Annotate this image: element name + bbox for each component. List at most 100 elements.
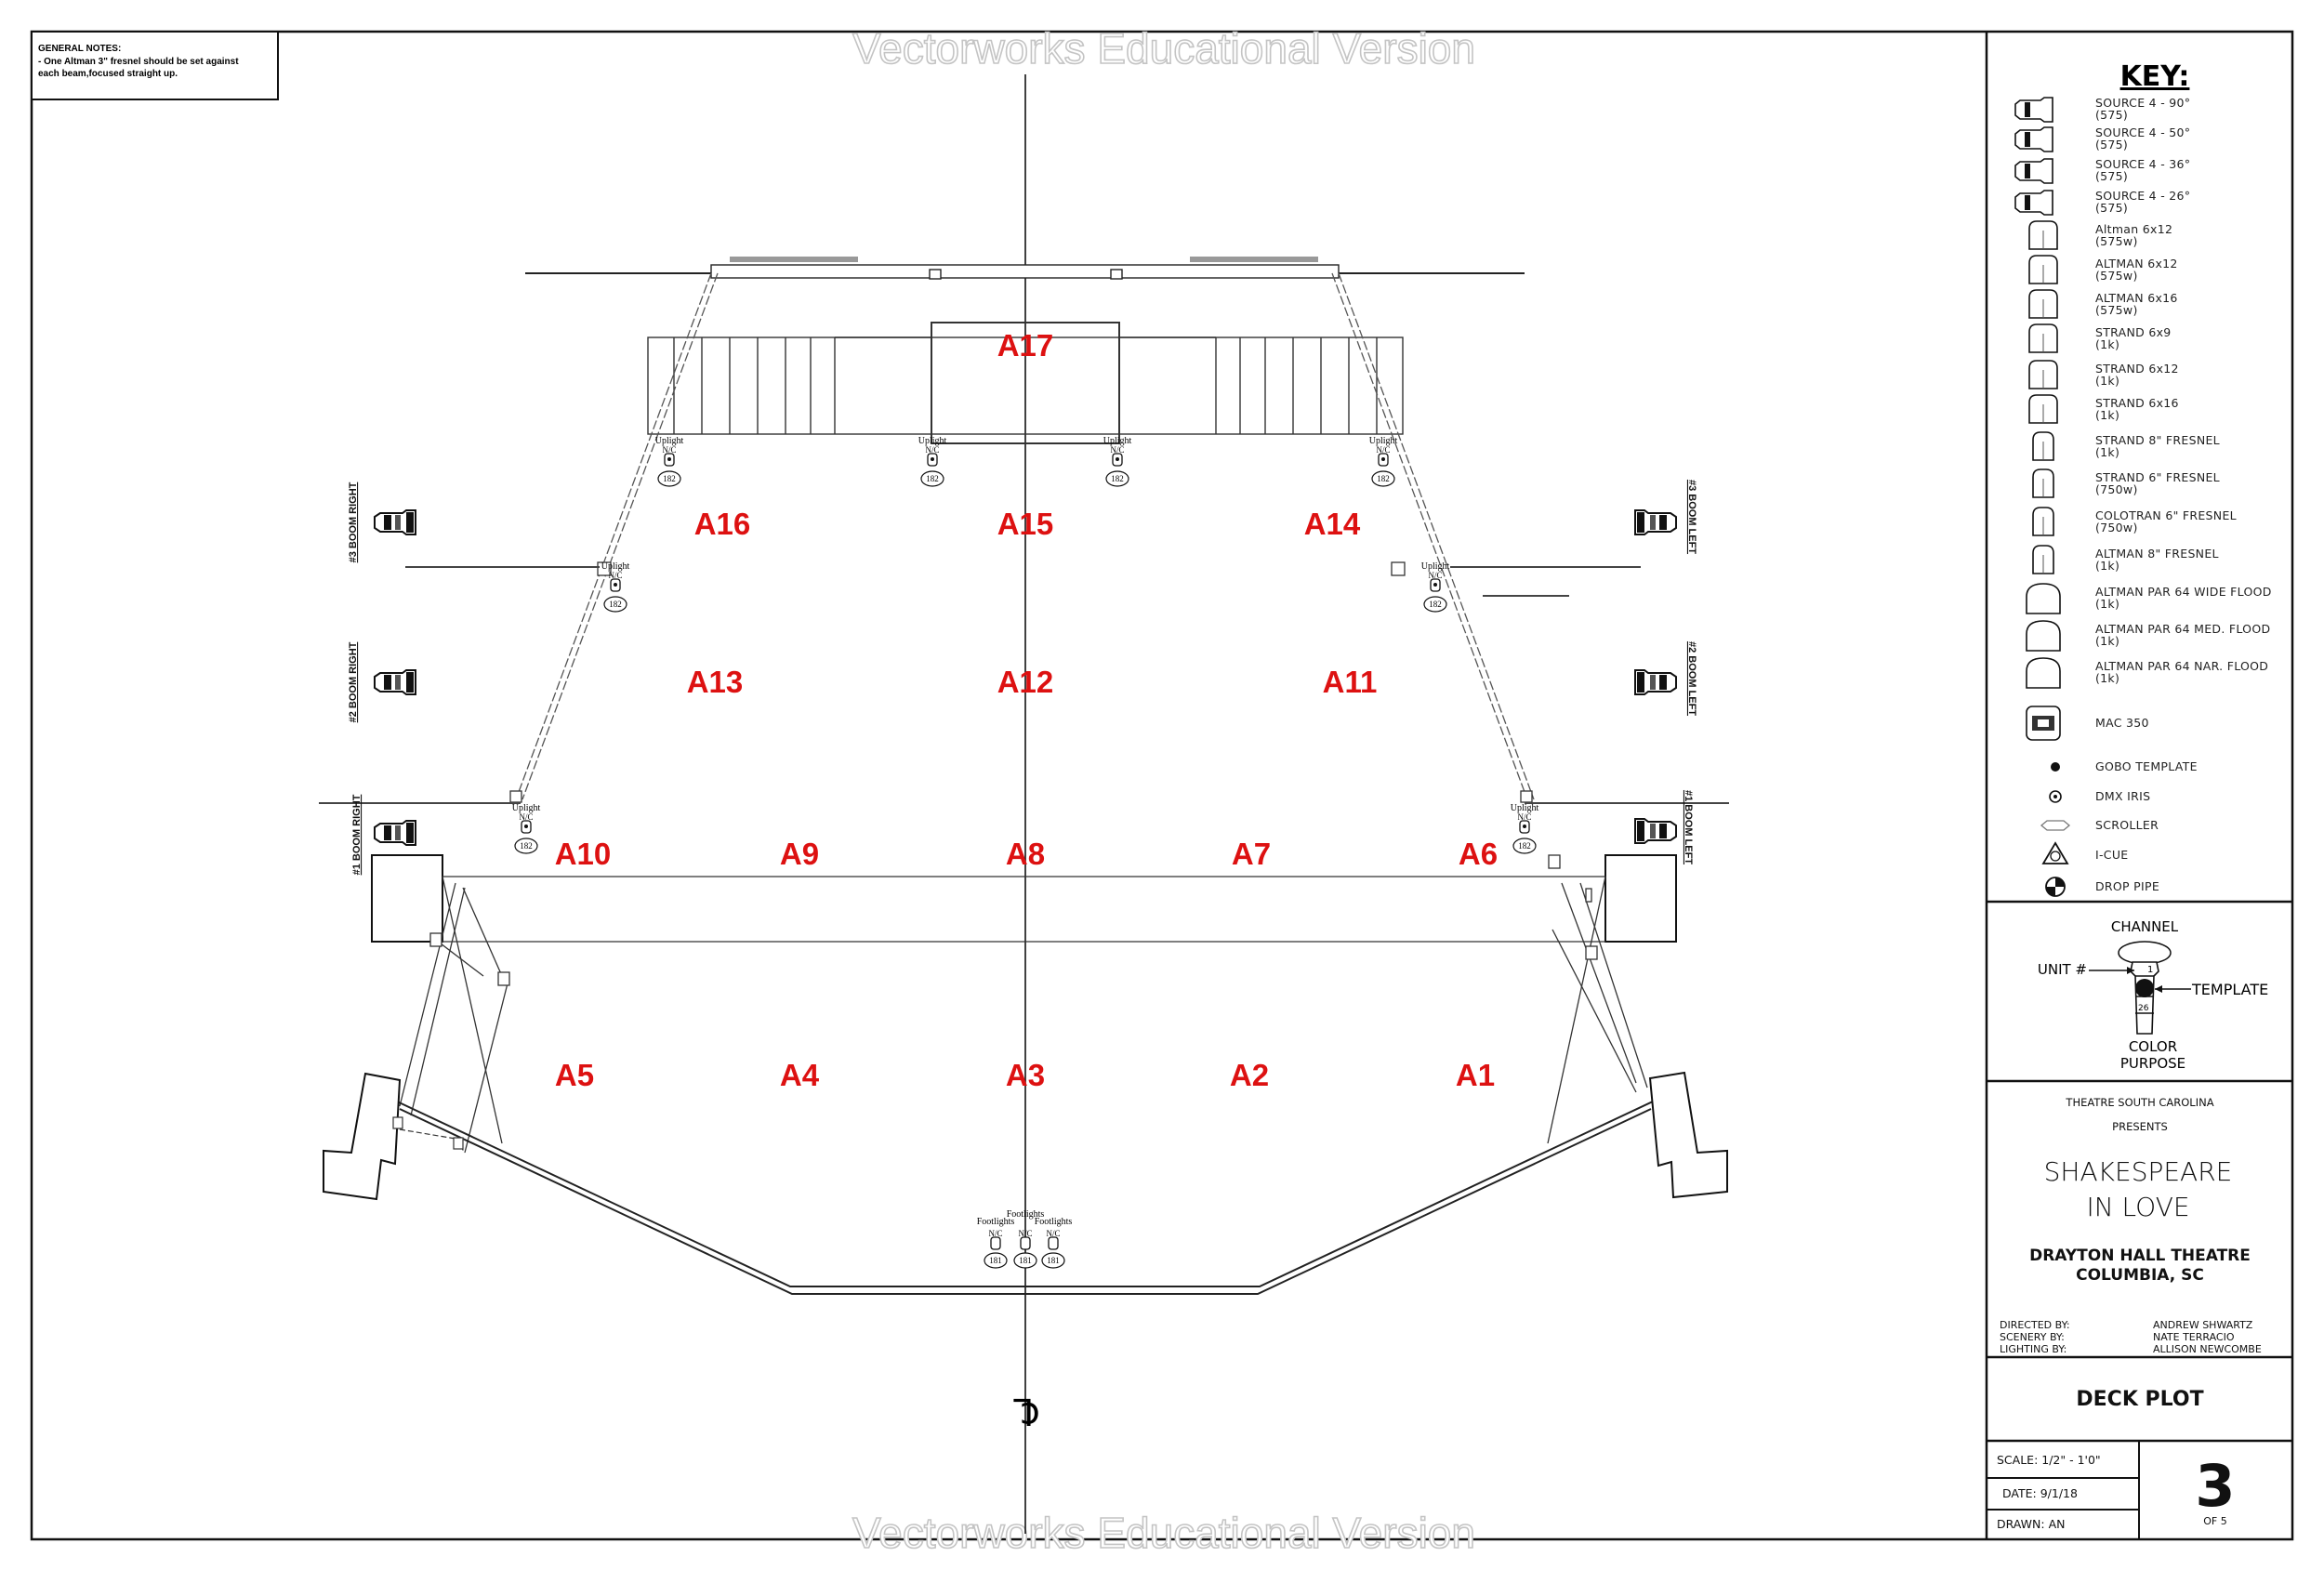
boom-fixture-2r[interactable] <box>374 669 416 695</box>
area-label-a6: A6 <box>1459 837 1498 871</box>
svg-text:GOBO TEMPLATE: GOBO TEMPLATE <box>2095 759 2198 773</box>
key-item: SOURCE 4 - 90°(575) <box>2014 96 2190 123</box>
svg-text:STRAND 6" FRESNEL: STRAND 6" FRESNEL <box>2095 470 2220 484</box>
venue: DRAYTON HALL THEATRE <box>2029 1247 2251 1265</box>
boom-fixture-3r[interactable] <box>374 509 416 535</box>
apron-lines <box>399 876 1648 1154</box>
svg-text:ALTMAN 6x16: ALTMAN 6x16 <box>2095 291 2178 305</box>
instrument-key: SOURCE 4 - 90°(575)SOURCE 4 - 50°(575)SO… <box>2014 96 2271 897</box>
svg-text:SOURCE 4 - 50°: SOURCE 4 - 50° <box>2095 125 2190 139</box>
svg-text:THEATRE SOUTH CAROLINA: THEATRE SOUTH CAROLINA <box>2065 1096 2213 1109</box>
svg-text:(750w): (750w) <box>2095 521 2138 534</box>
upstage-platform <box>647 322 1404 444</box>
key-item: SCROLLER <box>2040 818 2159 832</box>
svg-text:DROP PIPE: DROP PIPE <box>2095 879 2159 893</box>
svg-text:181: 181 <box>989 1256 1002 1265</box>
svg-text:N/C: N/C <box>1376 445 1390 455</box>
svg-text:(750w): (750w) <box>2095 482 2138 496</box>
focus-areas: A1A2A3A4A5A6A7A8A9A10A11A12A13A14A15A16A… <box>555 328 1498 1092</box>
svg-text:26: 26 <box>2138 1004 2149 1013</box>
general-notes: GENERAL NOTES: - One Altman 3" fresnel s… <box>31 31 279 100</box>
drawn-by: DRAWN: AN <box>1997 1517 2065 1531</box>
svg-text:ANDREW SHWARTZ: ANDREW SHWARTZ <box>2153 1319 2253 1331</box>
key-item: SOURCE 4 - 26°(575) <box>2014 189 2190 216</box>
title-block: THEATRE SOUTH CAROLINA PRESENTS SHAKESPE… <box>1997 1096 2262 1531</box>
svg-text:CHANNEL: CHANNEL <box>2111 918 2179 935</box>
svg-text:LIGHTING BY:: LIGHTING BY: <box>2000 1343 2067 1355</box>
area-label-a15: A15 <box>997 507 1054 541</box>
boom-label-3r: #3 BOOM RIGHT <box>348 482 359 562</box>
svg-text:182: 182 <box>1377 474 1390 483</box>
svg-text:(1k): (1k) <box>2095 634 2119 648</box>
svg-text:N/C: N/C <box>988 1229 1002 1238</box>
svg-text:N/C: N/C <box>608 571 622 580</box>
key-item: GOBO TEMPLATE <box>2051 759 2198 773</box>
page-number: 3 <box>2195 1452 2235 1520</box>
area-label-a16: A16 <box>694 507 751 541</box>
key-item: ALTMAN PAR 64 WIDE FLOOD(1k) <box>2026 583 2271 614</box>
svg-text:ALLISON NEWCOMBE: ALLISON NEWCOMBE <box>2153 1343 2262 1355</box>
area-label-a1: A1 <box>1456 1058 1495 1092</box>
date: DATE: 9/1/18 <box>2002 1486 2078 1500</box>
boom-label-1r: #1 BOOM RIGHT <box>351 794 363 875</box>
boom-fixture-1r[interactable] <box>374 820 416 846</box>
area-label-a4: A4 <box>780 1058 820 1092</box>
upstage-wall <box>525 257 1525 280</box>
svg-text:182: 182 <box>1429 600 1442 609</box>
boom-fixture-1l[interactable] <box>1634 818 1677 844</box>
svg-text:ALTMAN 6x12: ALTMAN 6x12 <box>2095 257 2178 270</box>
footlight-fixtures: FootlightsN/C181FootlightsN/C181Footligh… <box>977 1209 1073 1269</box>
svg-text:182: 182 <box>520 841 533 851</box>
svg-text:Uplight: Uplight <box>918 436 947 446</box>
svg-text:N/C: N/C <box>1046 1229 1060 1238</box>
svg-text:Footlights: Footlights <box>977 1217 1015 1227</box>
key-item: SOURCE 4 - 36°(575) <box>2014 157 2190 184</box>
svg-text:182: 182 <box>1111 474 1124 483</box>
svg-text:TEMPLATE: TEMPLATE <box>2191 981 2268 998</box>
area-label-a2: A2 <box>1230 1058 1269 1092</box>
scale: SCALE: 1/2" - 1'0" <box>1997 1453 2101 1467</box>
svg-text:ALTMAN PAR 64 MED. FLOOD: ALTMAN PAR 64 MED. FLOOD <box>2095 622 2270 636</box>
svg-text:NATE TERRACIO: NATE TERRACIO <box>2153 1331 2235 1343</box>
svg-text:STRAND 6x9: STRAND 6x9 <box>2095 325 2172 339</box>
svg-text:SOURCE 4 - 90°: SOURCE 4 - 90° <box>2095 96 2190 110</box>
svg-text:ALTMAN PAR 64 NAR. FLOOD: ALTMAN PAR 64 NAR. FLOOD <box>2095 659 2268 673</box>
area-label-a7: A7 <box>1232 837 1271 871</box>
key-item: STRAND 6" FRESNEL(750w) <box>2032 468 2220 498</box>
svg-text:182: 182 <box>1518 841 1531 851</box>
page-total: OF 5 <box>2203 1515 2226 1527</box>
area-label-a9: A9 <box>780 837 819 871</box>
boom-fixture-3l[interactable] <box>1634 509 1677 535</box>
svg-text:Uplight: Uplight <box>1103 436 1132 446</box>
key-item: SOURCE 4 - 50°(575) <box>2014 125 2190 152</box>
svg-text:(1k): (1k) <box>2095 374 2119 388</box>
svg-text:UNIT #: UNIT # <box>2038 961 2087 978</box>
svg-text:SCENERY BY:: SCENERY BY: <box>2000 1331 2065 1343</box>
area-label-a12: A12 <box>997 665 1054 699</box>
area-label-a5: A5 <box>555 1058 594 1092</box>
uplight-fixtures: UplightN/C182UplightN/C182UplightN/C182U… <box>512 436 1539 854</box>
svg-text:(1k): (1k) <box>2095 408 2119 422</box>
svg-text:(1k): (1k) <box>2095 445 2119 459</box>
sheet-title: DECK PLOT <box>2076 1388 2203 1411</box>
key-item: I-CUE <box>2041 841 2128 864</box>
key-item: ALTMAN 8" FRESNEL(1k) <box>2032 545 2218 574</box>
svg-text:Uplight: Uplight <box>601 561 630 572</box>
svg-text:Uplight: Uplight <box>1369 436 1398 446</box>
area-label-a14: A14 <box>1304 507 1361 541</box>
key-item: STRAND 8" FRESNEL(1k) <box>2032 431 2220 461</box>
svg-text:STRAND 6x12: STRAND 6x12 <box>2095 362 2179 376</box>
boom-fixture-2l[interactable] <box>1634 669 1677 695</box>
svg-text:N/C: N/C <box>1110 445 1124 455</box>
